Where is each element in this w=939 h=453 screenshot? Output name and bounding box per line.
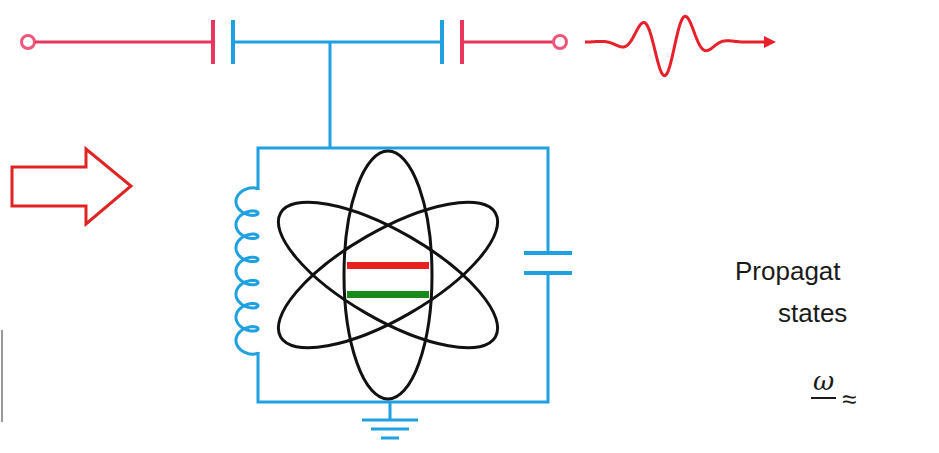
ground-symbol <box>381 437 399 440</box>
energy-level <box>347 291 429 298</box>
energy-level <box>347 262 429 269</box>
capacitor-plate <box>524 251 572 255</box>
wire <box>35 41 213 44</box>
caption-text: states <box>778 300 847 326</box>
capacitor-plate <box>524 271 572 275</box>
terminal <box>554 36 567 49</box>
fraction-bar <box>811 397 836 399</box>
wave-packet <box>585 16 770 75</box>
atom-symbol <box>259 151 518 399</box>
edge-line <box>1 330 3 422</box>
input-arrow <box>12 149 131 224</box>
capacitor-plate <box>211 20 215 64</box>
ground-symbol <box>362 419 418 422</box>
wire <box>389 402 392 420</box>
caption-text: Propagat <box>735 258 841 284</box>
wire <box>329 42 332 148</box>
wire <box>258 148 548 253</box>
wire <box>258 273 548 402</box>
capacitor-plate <box>440 20 444 64</box>
terminal <box>22 36 35 49</box>
ground-symbol <box>371 428 409 431</box>
wire <box>233 41 442 44</box>
wire <box>462 41 553 44</box>
math-symbol: ≈ <box>842 386 856 412</box>
inductor-symbol <box>236 188 258 354</box>
math-symbol: ω <box>813 368 834 394</box>
wave-arrowhead <box>764 36 776 48</box>
